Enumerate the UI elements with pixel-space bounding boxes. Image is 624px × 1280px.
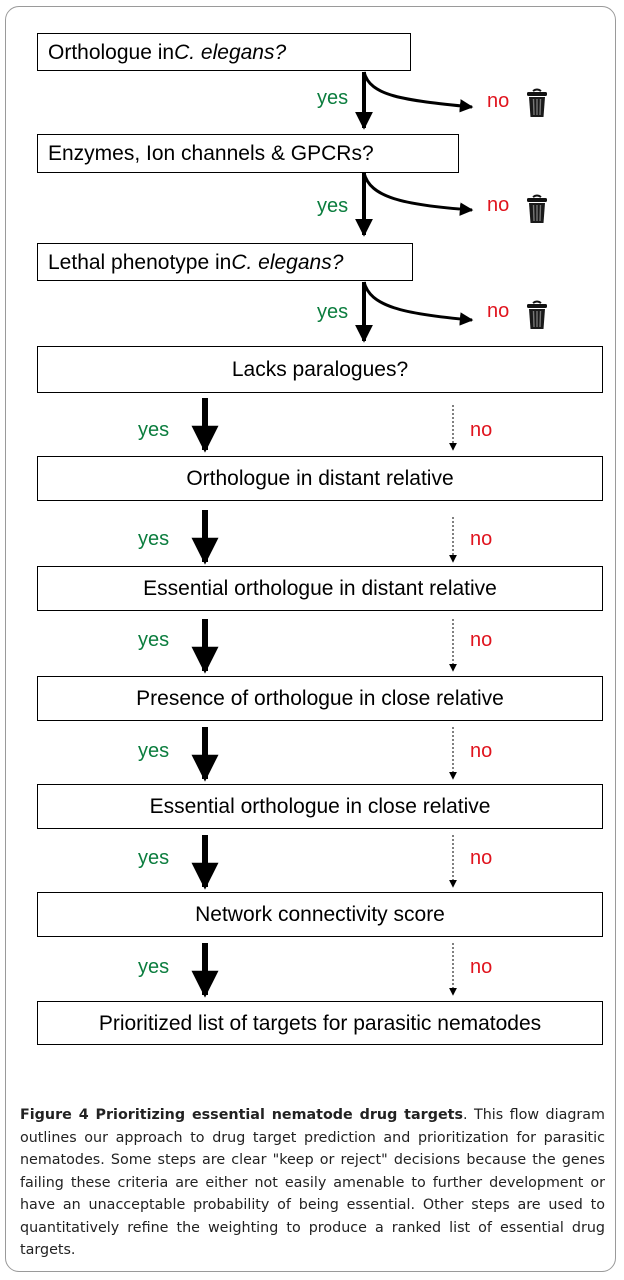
yes-label: yes (138, 528, 170, 550)
step-arrows-4 (191, 727, 457, 782)
no-label: no (470, 956, 493, 978)
yes-label: yes (138, 847, 170, 869)
trash-bin-icon (527, 194, 547, 223)
step-arrows-2 (191, 510, 457, 565)
box-enzymes-ion-channels: Enzymes, Ion channels & GPCRs? (37, 134, 459, 173)
box-text-italic: C. elegans? (231, 250, 344, 274)
no-label: no (470, 629, 493, 651)
box-text: Enzymes, Ion channels & GPCRs? (48, 142, 374, 165)
yes-label: yes (138, 956, 170, 978)
branch-2 (355, 172, 474, 237)
box-text: Lethal phenotype in (48, 250, 232, 274)
yes-label: yes (317, 87, 349, 109)
yes-label: yes (317, 195, 349, 217)
box-prioritized-list: Prioritized list of targets for parasiti… (37, 1001, 603, 1045)
box-lacks-paralogues: Lacks paralogues? (37, 346, 603, 393)
box-orthologue-c-elegans: Orthologue in C. elegans? (37, 33, 411, 71)
box-text-italic: C. elegans? (174, 40, 287, 64)
step-arrows-1 (191, 398, 457, 453)
box-essential-orthologue-distant: Essential orthologue in distant relative (37, 566, 603, 611)
figure-frame (5, 6, 616, 1272)
box-text: Lacks paralogues? (231, 358, 409, 381)
yes-label: yes (138, 419, 170, 441)
no-label: no (487, 194, 510, 216)
box-text: Presence of orthologue in close relative (136, 687, 504, 710)
box-essential-orthologue-close: Essential orthologue in close relative (37, 784, 603, 829)
box-text: Network connectivity score (195, 903, 445, 926)
box-text: Essential orthologue in close relative (149, 795, 491, 818)
box-text: Prioritized list of targets for parasiti… (98, 1011, 542, 1035)
box-text: Orthologue in distant relative (186, 467, 454, 490)
no-label: no (487, 90, 510, 112)
box-orthologue-close-relative: Presence of orthologue in close relative (37, 676, 603, 721)
caption-title: Figure 4 Prioritizing essential nematode… (20, 1107, 463, 1123)
branch-1 (355, 71, 474, 130)
box-network-connectivity: Network connectivity score (37, 892, 603, 937)
figure-caption: Figure 4 Prioritizing essential nematode… (20, 1104, 605, 1262)
box-text: Essential orthologue in distant relative (143, 577, 497, 600)
step-arrows-6 (191, 943, 457, 998)
trash-bin-icon (527, 300, 547, 329)
trash-bin-icon (527, 88, 547, 117)
caption-body: . This flow diagram outlines our approac… (20, 1107, 605, 1258)
no-label: no (470, 528, 493, 550)
no-label: no (487, 300, 510, 322)
box-orthologue-distant-relative: Orthologue in distant relative (37, 456, 603, 501)
no-arrow-1 (362, 71, 474, 113)
no-label: no (470, 740, 493, 762)
connector-layer (191, 71, 474, 998)
box-lethal-phenotype: Lethal phenotype in C. elegans? (37, 243, 413, 281)
no-arrow-2 (362, 172, 474, 216)
branch-3 (355, 281, 474, 343)
no-label: no (470, 419, 493, 441)
yes-label: yes (138, 740, 170, 762)
box-text: Orthologue in (48, 40, 175, 64)
no-label: no (470, 847, 493, 869)
no-arrow-3 (362, 281, 474, 326)
yes-label: yes (317, 301, 349, 323)
step-arrows-3 (191, 619, 457, 674)
yes-label: yes (138, 629, 170, 651)
step-arrows-5 (191, 835, 457, 890)
